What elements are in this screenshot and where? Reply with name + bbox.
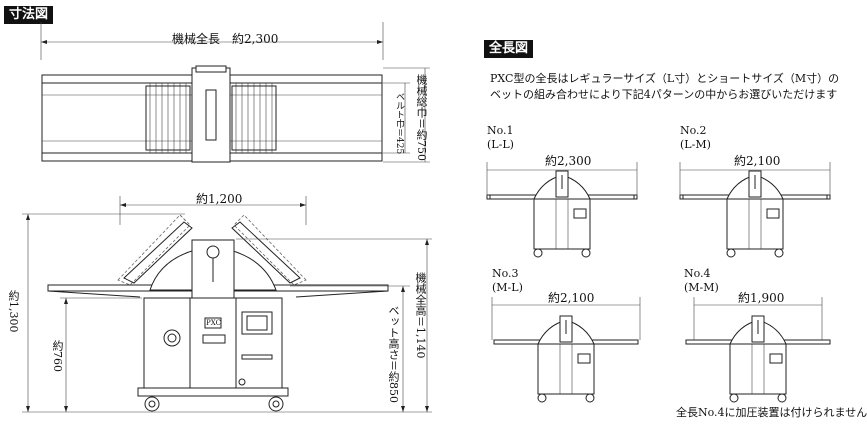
top-view [40, 22, 430, 163]
pattern-4-code: (M-M) [684, 281, 719, 294]
belt-width-label: ベルト巾＝425 [394, 92, 404, 155]
pattern-4-length: 約1,900 [738, 291, 785, 305]
pattern-2-length: 約2,100 [734, 154, 781, 168]
total-width-label: 機械総巾＝約750 [415, 74, 428, 161]
pattern-1-no: No.1 [487, 124, 514, 137]
pattern-drawing-4 [685, 315, 831, 403]
machine-height-label: 機械全高＝1,140 [414, 272, 427, 359]
machine-drawing [22, 22, 831, 413]
width-1200-label: 約1,200 [196, 192, 243, 206]
pattern-drawing-2 [679, 170, 831, 258]
description-line-1: PXC型の全長はレギュラーサイズ（L寸）とショートサイズ（M寸）の [490, 72, 840, 85]
pattern-2-no: No.2 [680, 124, 707, 137]
length-drawing-title: 全長図 [484, 40, 534, 58]
pattern-4-no: No.4 [684, 267, 711, 280]
pattern-4-note: 全長No.4に加圧装置は付けられません [676, 406, 867, 419]
pattern-1-length: 約2,300 [545, 154, 592, 168]
pattern-3-code: (M-L) [492, 281, 523, 294]
pattern-3-length: 約2,100 [548, 291, 595, 305]
pattern-drawing-3 [493, 315, 639, 403]
front-view [22, 196, 432, 413]
height-760-label: 約760 [51, 340, 64, 372]
pattern-3-no: No.3 [492, 267, 519, 280]
pattern-drawing-1 [486, 170, 638, 258]
pattern-2-code: (L-M) [680, 138, 711, 151]
description-line-2: ベットの組み合わせにより下記4パターンの中からお選びいただけます [490, 88, 838, 101]
height-1300-label: 約1,300 [7, 290, 20, 333]
overall-length-label: 機械全長 約2,300 [172, 32, 279, 46]
bed-height-label: ベット高さ＝約850 [387, 305, 400, 403]
pxc-badge: PXC [206, 319, 221, 327]
pattern-1-code: (L-L) [487, 138, 514, 151]
dimension-drawing-title: 寸法図 [4, 6, 54, 24]
